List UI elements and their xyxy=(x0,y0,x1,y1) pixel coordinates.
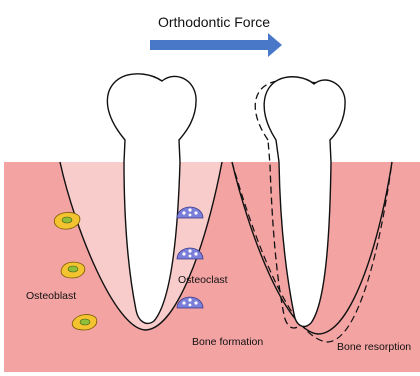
osteoblast-label: Osteoblast xyxy=(26,290,76,302)
force-arrow-icon xyxy=(150,33,282,57)
diagram-title: Orthodontic Force xyxy=(158,14,270,30)
osteoblast-icon xyxy=(61,262,85,278)
bone-formation-label: Bone formation xyxy=(192,336,263,348)
osteoclast-label: Osteoclast xyxy=(178,274,228,286)
bone-resorption-label: Bone resorption xyxy=(337,341,411,353)
